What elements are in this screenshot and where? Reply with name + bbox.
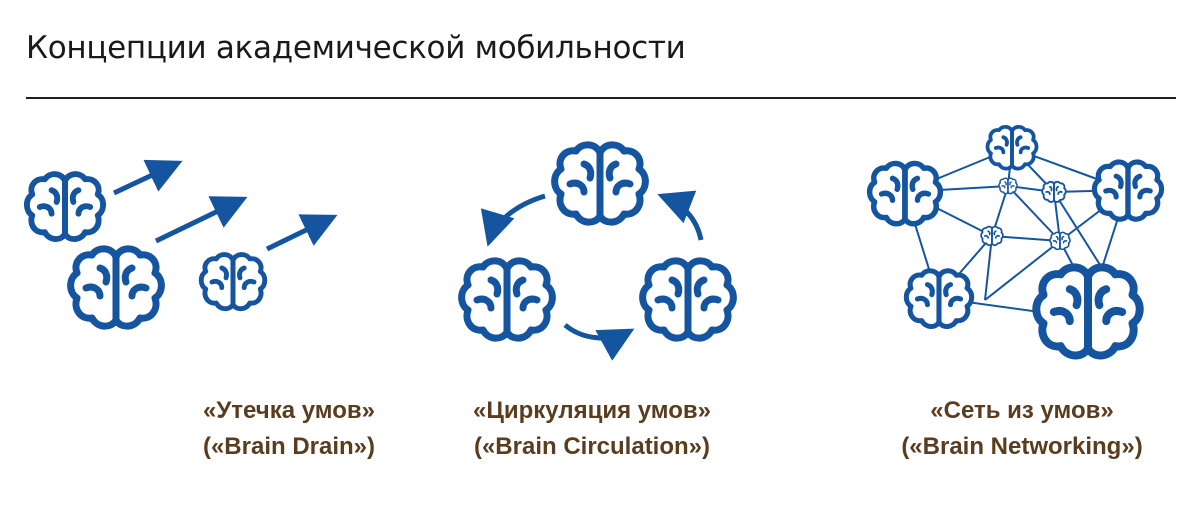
concept-name-en: («Brain Circulation») (473, 433, 711, 460)
brain-icon (462, 261, 553, 338)
brain-circulation-group (462, 145, 734, 361)
concept-name-ru: «Циркуляция умов» (473, 397, 711, 424)
concept-name-ru: «Утечка умов» (203, 397, 375, 424)
brain-icon (27, 174, 103, 239)
brain-icon (643, 261, 734, 338)
brain-icon (906, 271, 971, 327)
brain-drain-group (27, 159, 338, 326)
concept-name-en: («Brain Drain») (202, 433, 376, 460)
arrow-icon (563, 323, 635, 361)
page-title: Концепции академической мобильности (26, 30, 686, 66)
brain-drain-caption: «Утечка умов» («Brain Drain») (109, 393, 469, 465)
brain-networking-caption: «Сеть из умов» («Brain Networking») (842, 393, 1200, 465)
arrow-icon (265, 214, 338, 252)
arrow-icon (480, 193, 546, 247)
brain-icon (985, 124, 1039, 171)
brain-icon (870, 163, 941, 223)
brain-icon (555, 145, 646, 222)
arrow-icon (154, 196, 248, 244)
brain-icon (1041, 180, 1067, 203)
brain-icon (1049, 231, 1071, 251)
arrow-icon (657, 190, 704, 241)
title-divider (26, 97, 1176, 99)
concept-name-en: («Brain Networking») (901, 433, 1143, 460)
arrow-icon (112, 159, 183, 196)
brain-icon (980, 225, 1004, 247)
brain-icon (998, 177, 1018, 195)
brain-icon (201, 255, 265, 309)
brain-icon (71, 249, 162, 326)
brain-icon (1036, 267, 1139, 355)
brain-networking-group (870, 124, 1162, 356)
brain-circulation-caption: «Циркуляция умов» («Brain Circulation») (412, 393, 772, 465)
concept-name-ru: «Сеть из умов» (930, 397, 1114, 424)
brain-icon (1094, 162, 1161, 219)
